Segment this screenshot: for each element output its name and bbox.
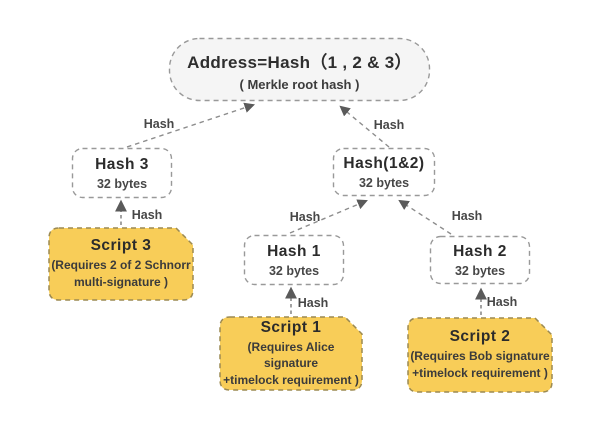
hash2-box-shape [429, 235, 531, 285]
arrow-hash1-to-hash12 [289, 199, 368, 234]
edge-label-hash1-hash12: Hash [289, 210, 321, 224]
arrow-hash3-to-root [126, 102, 255, 148]
hash3-box-shape [71, 147, 173, 199]
edge-label-script1-hash1: Hash [297, 296, 329, 310]
edge-label-script2-hash2: Hash [486, 295, 518, 309]
script3-box-shape [48, 227, 194, 301]
script1-box-shape [219, 316, 363, 391]
hash1-box-shape [243, 234, 345, 286]
edge-label-hash12-root: Hash [373, 118, 405, 132]
edge-label-script3-hash3: Hash [131, 208, 163, 222]
script2-box-shape [407, 317, 553, 393]
hash12-box-shape [332, 147, 436, 197]
edge-label-hash2-hash12: Hash [451, 209, 483, 223]
arrow-hash2-to-hash12 [398, 199, 452, 235]
edge-label-hash3-root: Hash [143, 117, 175, 131]
address-root-box-shape [168, 37, 431, 102]
arrow-hash12-to-root [339, 105, 390, 148]
